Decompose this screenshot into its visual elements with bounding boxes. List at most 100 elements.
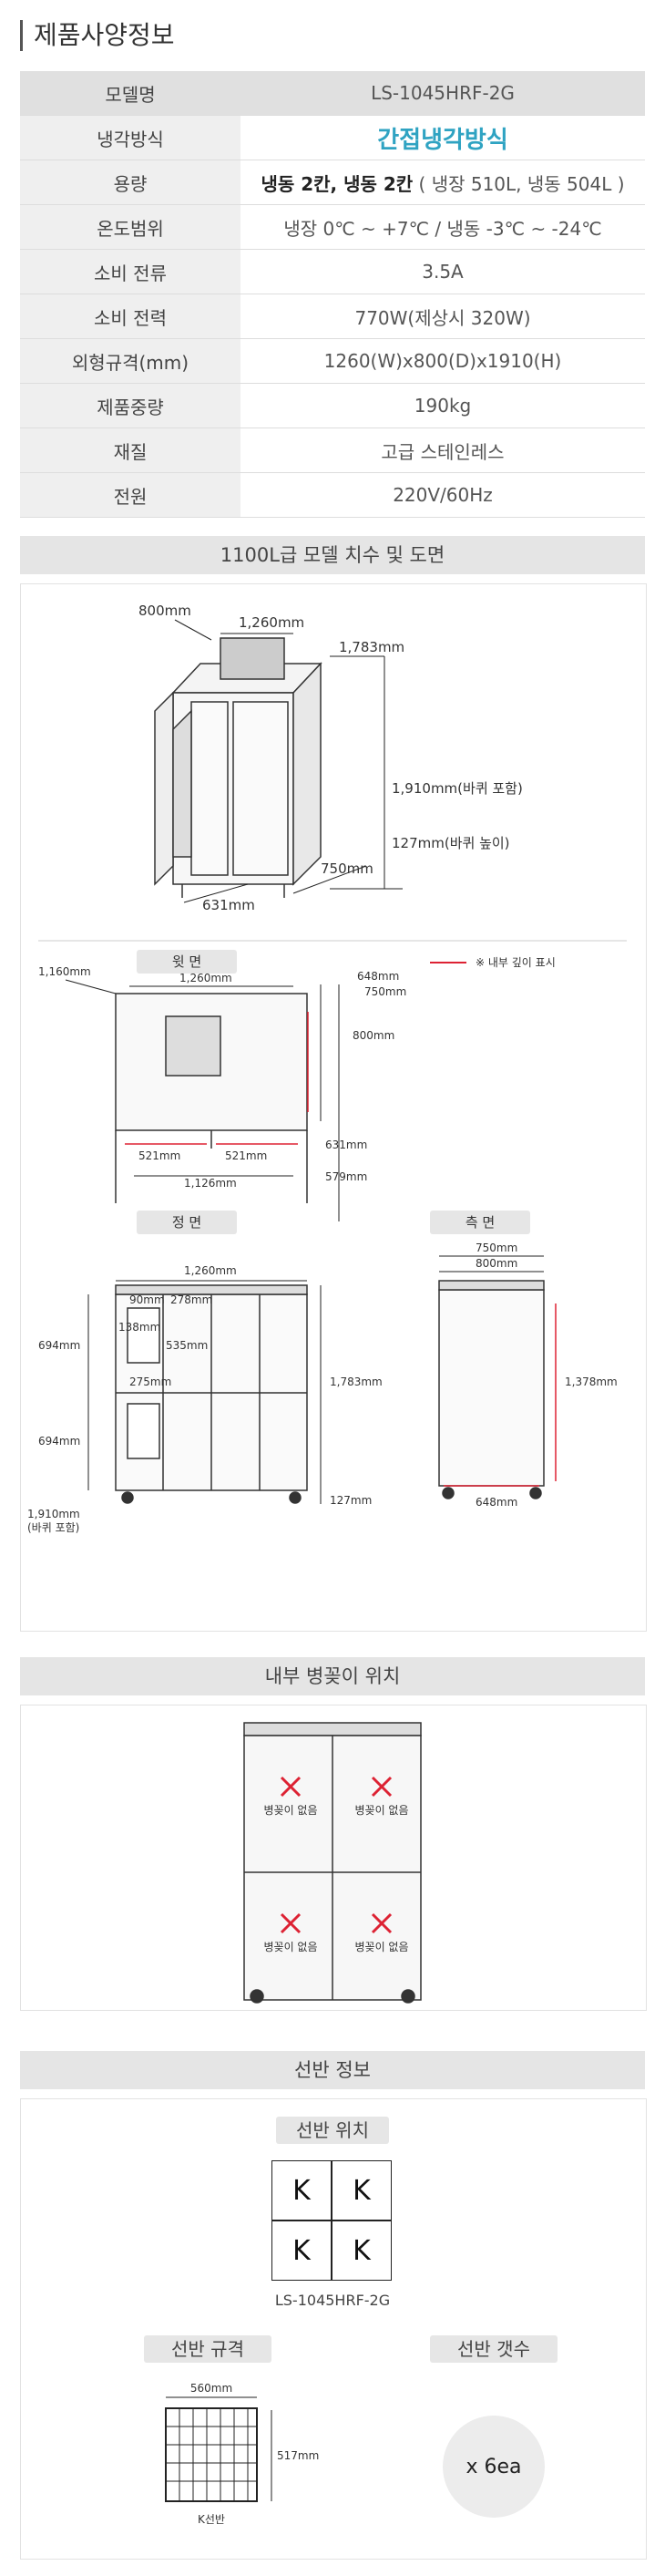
shelf-spec-tag: 선반 규격 [144, 2335, 271, 2363]
spec-key: 소비 전류 [20, 249, 240, 294]
spec-value: 3.5A [240, 249, 645, 294]
capacity-rest: ( 냉장 510L, 냉동 504L ) [413, 172, 625, 195]
spec-key: 소비 전력 [20, 294, 240, 339]
spec-value: 냉장 0℃ ~ +7℃ / 냉동 -3℃ ~ -24℃ [240, 204, 645, 250]
iso-depth3-label: 631mm [202, 897, 255, 913]
front-height-1910: 1,910mm [27, 1508, 80, 1520]
iso-width-label: 1,260mm [239, 614, 304, 631]
bottle-drawing: 병꽂이 없음 병꽂이 없음 병꽂이 없음 병꽂이 없음 [243, 1722, 422, 2004]
iso-total-height-label: 1,910mm(바퀴 포함) [392, 780, 523, 797]
capacity-bold: 냉동 2칸, 냉동 2칸 [261, 172, 414, 195]
page-title: 제품사양정보 [20, 20, 175, 51]
legend-label: ※ 내부 깊이 표시 [476, 956, 556, 969]
table-row: 외형규격(mm)1260(W)x800(D)x1910(H) [20, 338, 645, 384]
spec-key: 용량 [20, 160, 240, 205]
iso-wheel-label: 127mm(바퀴 높이) [392, 835, 510, 851]
spec-value: 220V/60Hz [240, 472, 645, 518]
front-height-694b: 694mm [38, 1435, 80, 1448]
dimension-drawings: 800mm 1,260mm 1,783mm 1,910mm(바퀴 포함) 127… [27, 603, 627, 1534]
spec-key: 제품중량 [20, 383, 240, 428]
no-bottle-label: 병꽂이 없음 [263, 1804, 317, 1817]
front-view-label: 정 면 [172, 1214, 201, 1231]
iso-dimension-lines [174, 619, 403, 903]
side-depth-750: 750mm [476, 1242, 517, 1254]
front-width-1260: 1,260mm [184, 1264, 237, 1277]
shelf-model: LS-1045HRF-2G [274, 2292, 391, 2309]
shelf-cell: K [271, 2160, 332, 2221]
front-height-1910-note: (바퀴 포함) [27, 1521, 79, 1534]
spec-key: 외형규격(mm) [20, 338, 240, 384]
iso-depth2-label: 750mm [321, 860, 373, 877]
front-small-278: 278mm [170, 1293, 212, 1306]
no-bottle-label: 병꽂이 없음 [354, 1804, 408, 1817]
top-depth-579: 579mm [325, 1170, 367, 1183]
front-view-drawing [115, 1284, 308, 1504]
cooling-value: 간접냉각방식 [377, 126, 508, 154]
spec-value: 190kg [240, 383, 645, 428]
dimensions-section-title: 1100L급 모델 치수 및 도면 [20, 536, 645, 574]
top-depth-648: 648mm [357, 970, 399, 983]
spec-key: 전원 [20, 472, 240, 518]
shelf-height-label: 517mm [277, 2449, 319, 2462]
front-height-694a: 694mm [38, 1339, 80, 1352]
side-depth-800: 800mm [476, 1257, 517, 1270]
shelf-section-title: 선반 정보 [20, 2051, 645, 2089]
side-view-label: 측 면 [466, 1214, 495, 1231]
spec-value: 770W(제상시 320W) [240, 294, 645, 339]
side-height-1378: 1,378mm [565, 1376, 618, 1388]
top-width-1160: 1,160mm [38, 965, 91, 978]
bottle-section-title: 내부 병꽂이 위치 [20, 1657, 645, 1695]
front-small-138: 138mm [118, 1321, 160, 1334]
shelf-grid: K K K K [271, 2160, 392, 2281]
top-width-521b: 521mm [225, 1149, 267, 1162]
spec-key: 온도범위 [20, 204, 240, 250]
shelf-panel [20, 2098, 647, 2560]
shelf-cell: K [271, 2221, 332, 2281]
top-width-1260: 1,260mm [179, 972, 232, 984]
front-small-275: 275mm [129, 1376, 171, 1388]
shelf-count-tag: 선반 갯수 [430, 2335, 558, 2363]
shelf-count-value: x 6ea [443, 2416, 545, 2518]
shelf-width-label: 560mm [190, 2382, 232, 2395]
front-small-90: 90mm [129, 1293, 165, 1306]
top-view-label: 윗 면 [172, 953, 201, 970]
spec-value: LS-1045HRF-2G [240, 71, 645, 116]
spec-value: 1260(W)x800(D)x1910(H) [240, 338, 645, 384]
iso-height-label: 1,783mm [339, 639, 404, 655]
spec-key: 재질 [20, 428, 240, 473]
shelf-cell: K [332, 2221, 392, 2281]
top-depth-631: 631mm [325, 1139, 367, 1151]
spec-key: 모델명 [20, 71, 240, 116]
side-view-drawing [438, 1280, 545, 1499]
no-bottle-label: 병꽂이 없음 [263, 1941, 317, 1953]
shelf-type-label: K선반 [198, 2513, 225, 2526]
front-height-1783: 1,783mm [330, 1376, 383, 1388]
spec-value: 고급 스테인레스 [240, 428, 645, 473]
spec-key: 냉각방식 [20, 115, 240, 160]
side-depth-648: 648mm [476, 1496, 517, 1509]
top-view-drawing [115, 993, 308, 1203]
shelf-position-tag: 선반 위치 [276, 2117, 389, 2144]
top-depth-750: 750mm [364, 985, 406, 998]
no-bottle-label: 병꽂이 없음 [354, 1941, 408, 1953]
table-row: 용량 냉동 2칸, 냉동 2칸 ( 냉장 510L, 냉동 504L ) [20, 160, 645, 205]
shelf-spec-drawing: 560mm 517mm K선반 [165, 2382, 319, 2526]
top-depth-800: 800mm [353, 1029, 394, 1042]
front-height-127: 127mm [330, 1494, 372, 1507]
shelf-cell: K [332, 2160, 392, 2221]
top-width-1126: 1,126mm [184, 1177, 237, 1190]
top-width-521a: 521mm [138, 1149, 180, 1162]
table-row: 냉각방식 간접냉각방식 [20, 115, 645, 160]
iso-depth-label: 800mm [138, 603, 191, 619]
front-small-535: 535mm [166, 1339, 208, 1352]
isometric-drawing [154, 637, 322, 898]
top-view-tag-bg [137, 950, 237, 974]
